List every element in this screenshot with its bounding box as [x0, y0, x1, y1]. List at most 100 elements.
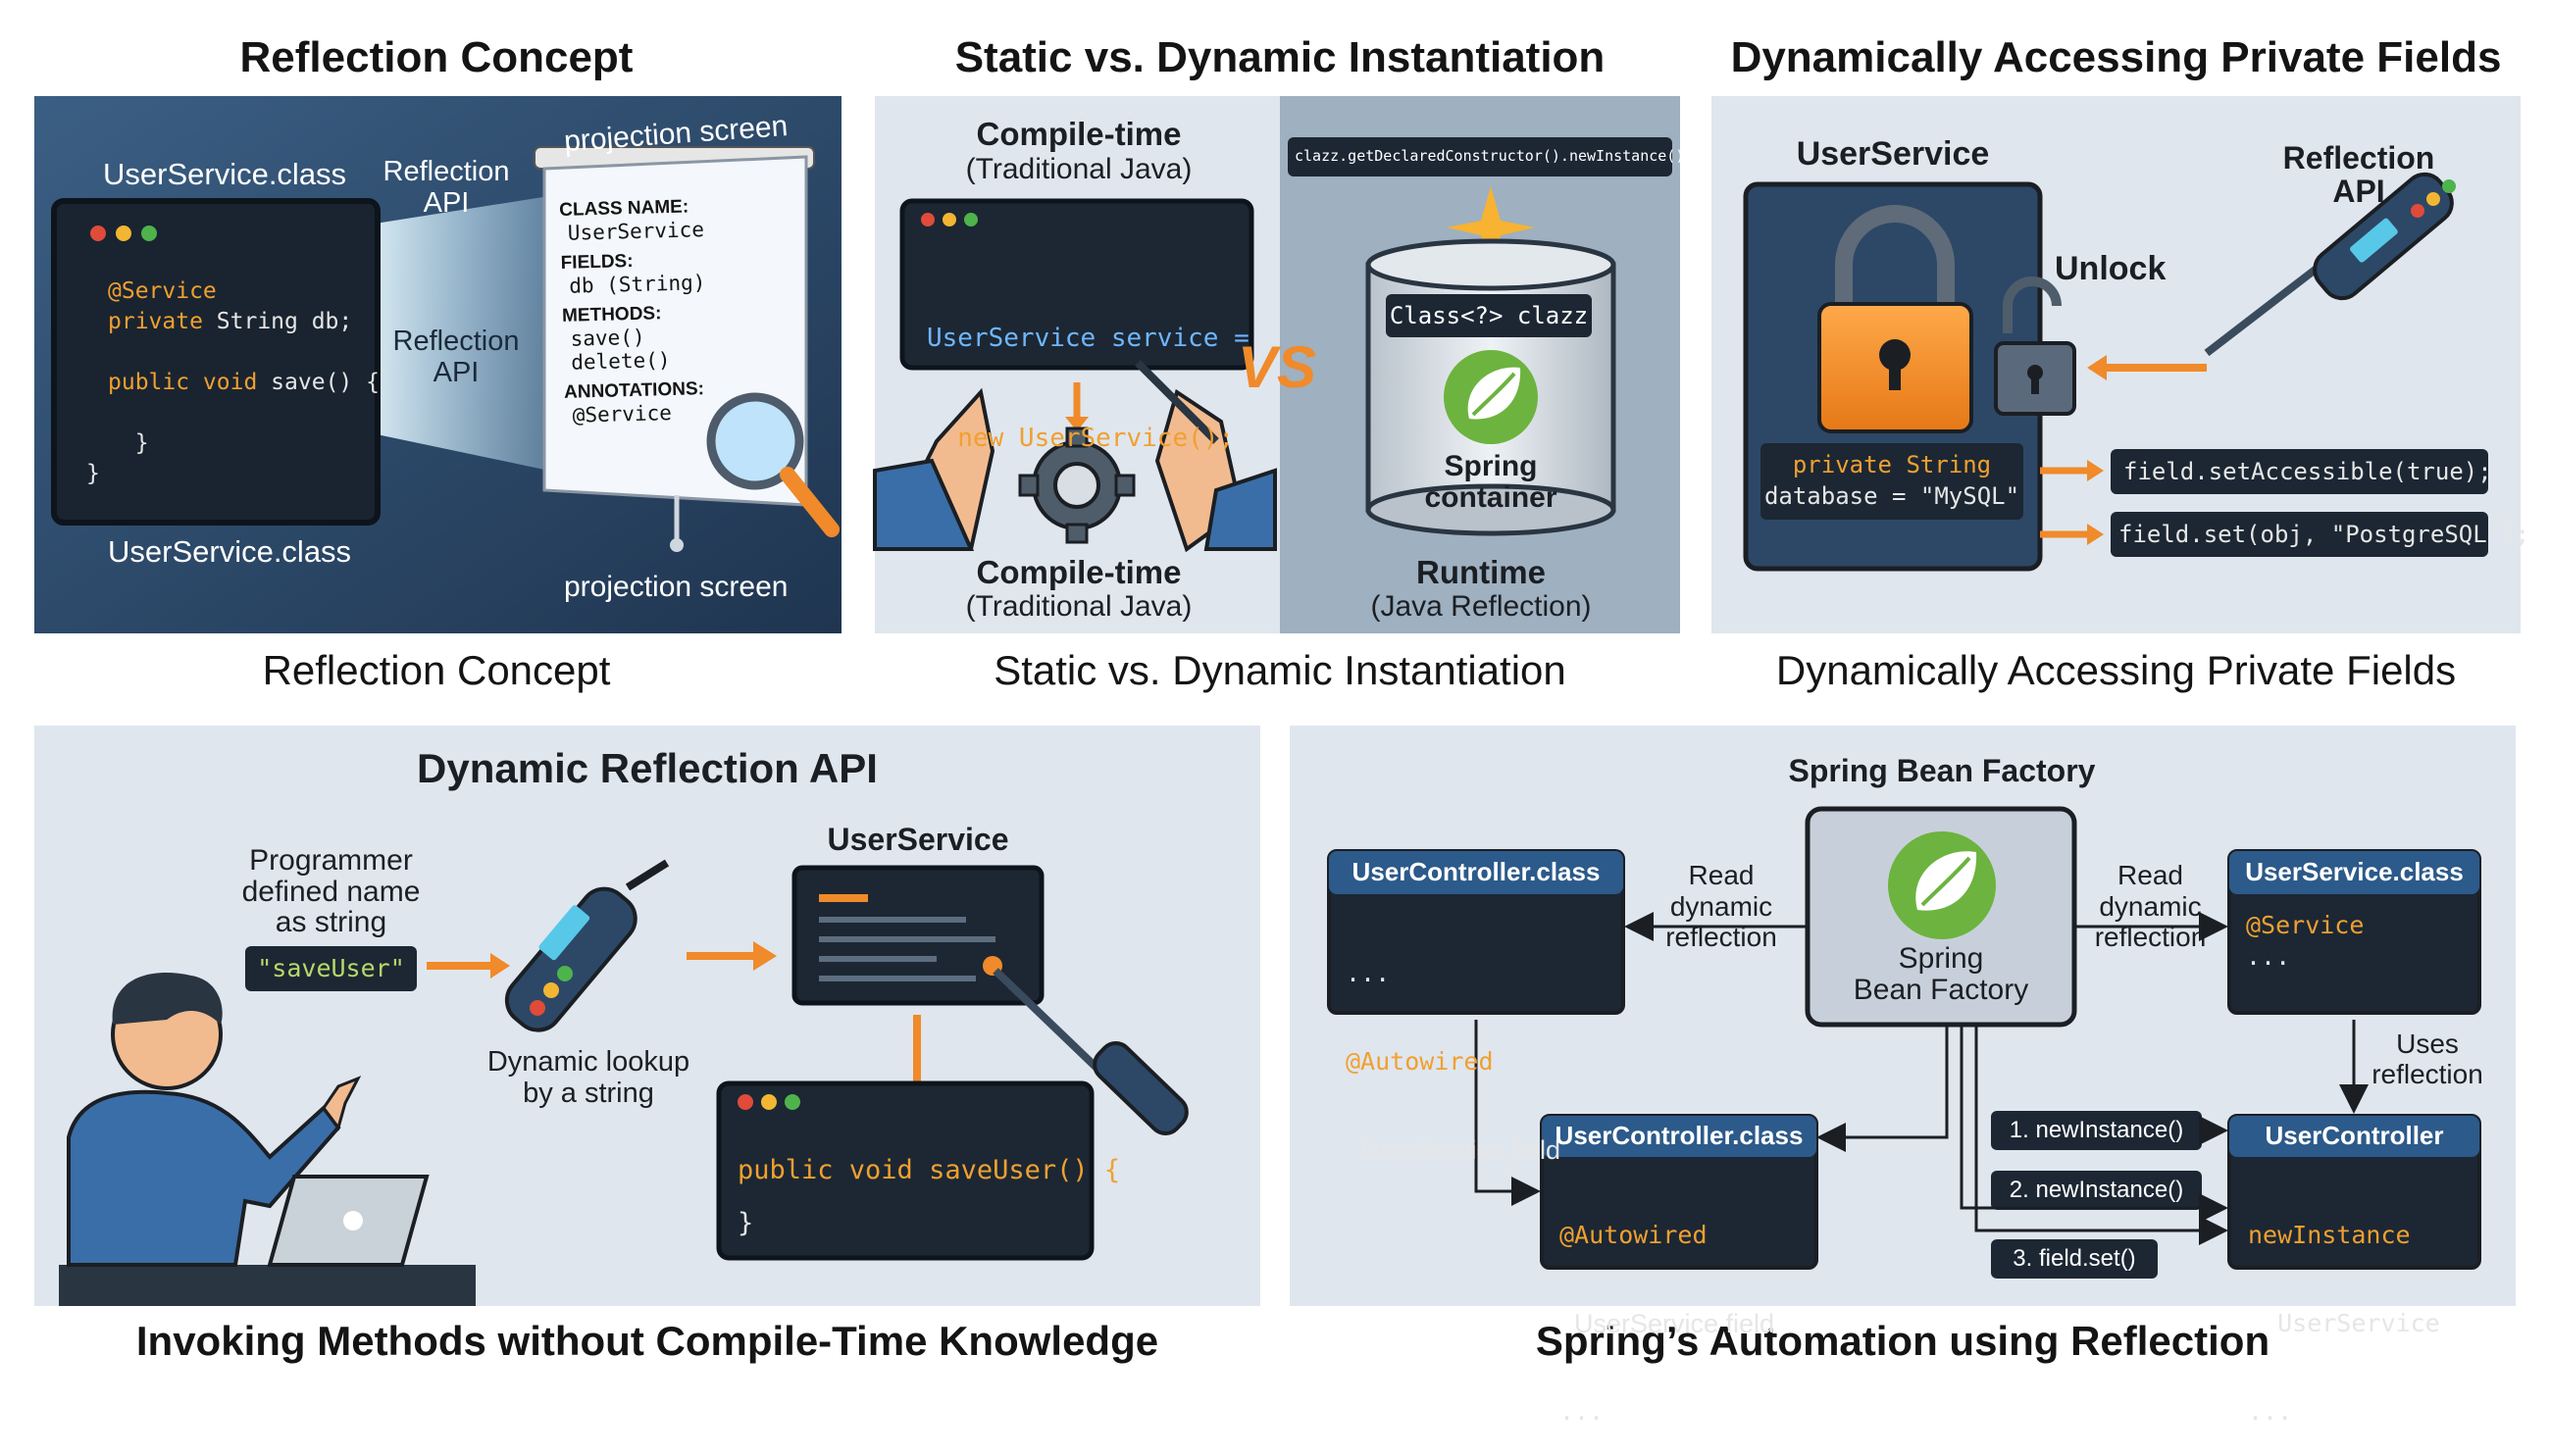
p3-box-label: UserService	[1796, 135, 1990, 173]
private-field-line-1: private String	[1792, 451, 1992, 478]
static-code-line-1: UserService service =	[927, 324, 1250, 353]
code-line-6: }	[108, 430, 149, 456]
lookup-probe-icon	[504, 859, 670, 1032]
code-line-7: }	[86, 461, 100, 486]
p4-string-value: "saveUser"	[257, 954, 405, 982]
uc-line-1: ...	[1346, 959, 1391, 987]
ctl-line-3: ...	[2248, 1397, 2293, 1426]
uc-body: ... @Autowired UserService field	[1346, 900, 1560, 1194]
lock-icon	[1817, 205, 1973, 433]
p5-uses: Uses reflection	[2372, 1029, 2483, 1089]
ctl-head: UserController	[2265, 1121, 2444, 1150]
uc-line-3: UserService field	[1346, 1135, 1561, 1165]
p5-factory-label: Spring Bean Factory	[1853, 942, 2029, 1006]
static-code-line-2: new UserService();	[927, 424, 1235, 453]
panel1-title: Reflection Concept	[239, 33, 634, 81]
p2-left-sub: (Traditional Java)	[965, 153, 1193, 185]
p1-api-top: Reflection API	[382, 156, 510, 219]
uc2-line-2: UserService field	[1559, 1309, 1775, 1338]
stylus-icon	[1093, 1041, 1189, 1135]
code-line-2: private String db;	[108, 309, 353, 334]
p3-unlock-label: Unlock	[2055, 250, 2167, 287]
us-line-2: ...	[2246, 942, 2291, 971]
static-code-window	[899, 198, 1254, 371]
uc-line-2: @Autowired	[1346, 1047, 1494, 1076]
panel5	[1290, 726, 2516, 1306]
uc2-head: UserController.class	[1555, 1121, 1804, 1150]
saveuser-window	[716, 1080, 1095, 1261]
panel2-caption: Static vs. Dynamic Instantiation	[994, 647, 1566, 693]
p2-clazz: Class<?> clazz	[1389, 302, 1589, 329]
p4-code: public void saveUser() { }	[738, 1144, 1120, 1250]
p3-field-text: private String database = "MySQL"	[1763, 449, 2020, 512]
p3-api-label: Reflection API	[2282, 140, 2435, 209]
private-field-line-2: database = "MySQL"	[1763, 482, 2020, 510]
uc2-line-3: ...	[1559, 1397, 1605, 1426]
spark-icon	[1447, 186, 1535, 270]
code-window	[51, 198, 381, 526]
dynamic-code-chip	[1288, 137, 1672, 176]
step1-label: 1. newInstance()	[2009, 1117, 2184, 1143]
magnifier-icon	[706, 392, 804, 490]
p2-right-code: clazz.getDeclaredConstructor().newInstan…	[1295, 147, 1694, 165]
set-accessible-chip	[2111, 449, 2488, 494]
panel4-caption: Invoking Methods without Compile-Time Kn…	[135, 1318, 1159, 1364]
uc-head: UserController.class	[1352, 857, 1601, 886]
diagram-canvas	[34, 96, 2521, 1306]
panel1-caption: Reflection Concept	[262, 647, 611, 693]
spring-leaf-icon	[1444, 350, 1538, 444]
unlock-icon	[1994, 276, 2076, 416]
private-field-box	[1760, 443, 2023, 520]
saveuser-code-line: public void saveUser() {	[738, 1155, 1121, 1185]
p1-class-bottom: UserService.class	[108, 534, 352, 569]
screen-method-2: delete()	[571, 348, 671, 375]
p2-right-foot-sub: (Java Reflection)	[1370, 590, 1592, 623]
field-set-chip	[2111, 512, 2488, 557]
p4-title: Dynamic Reflection API	[417, 745, 878, 791]
p2-container: Spring container	[1424, 450, 1557, 514]
us-head: UserService.class	[2245, 857, 2464, 886]
p2-right-foot: Runtime	[1416, 554, 1546, 590]
us-body: @Service ...	[2246, 910, 2364, 973]
p5-read-left: Read dynamic reflection	[1665, 860, 1777, 953]
p1-api-mid: Reflection API	[392, 326, 520, 388]
panel1	[34, 96, 842, 633]
code-line-5	[108, 398, 380, 428]
p1-class-top: UserService.class	[103, 157, 347, 191]
reflection-probe-icon	[2204, 172, 2456, 357]
p4-prog-label: Programmer defined name as string	[241, 844, 421, 938]
step2-label: 2. newInstance()	[2009, 1177, 2184, 1203]
panel3-title: Dynamically Accessing Private Fields	[1730, 33, 2502, 81]
p2-left-head: Compile-time	[976, 116, 1182, 152]
p2-vs: VS	[1238, 334, 1317, 400]
panel3	[1711, 96, 2521, 633]
screen-annotation-value: @Service	[572, 401, 673, 427]
p3-call2: field.set(obj, "PostgreSQL");	[2118, 521, 2530, 548]
panel3-caption: Dynamically Accessing Private Fields	[1775, 647, 2457, 693]
p2-left-foot-sub: (Traditional Java)	[965, 590, 1193, 623]
screen-annotations-label: ANNOTATIONS:	[563, 378, 705, 403]
step2-chip	[1991, 1171, 2202, 1210]
uc2-line-1: @Autowired	[1559, 1221, 1708, 1249]
screen-fields-value: db (String)	[568, 271, 706, 298]
p1-screen-bottom: projection screen	[564, 571, 789, 603]
p2-left-code: UserService service = new UserService();	[927, 255, 1250, 488]
step3-label: 3. field.set()	[2013, 1245, 2136, 1272]
p1-screen-text: CLASS NAME: UserService FIELDS: db (Stri…	[559, 196, 709, 427]
programmer-figure	[59, 973, 476, 1306]
saveuser-close-line: }	[738, 1208, 754, 1238]
p4-box-label: UserService	[827, 822, 1009, 857]
ctl-line-2: UserService	[2248, 1309, 2440, 1337]
string-chip	[245, 946, 417, 991]
panel5-caption: Spring’s Automation using Reflection	[1535, 1318, 2270, 1364]
ctl-line-1: newInstance	[2248, 1221, 2411, 1249]
uc2-body: @Autowired UserService field ...	[1559, 1162, 1774, 1456]
panel4	[34, 726, 1260, 1306]
screen-classname-value: UserService	[567, 218, 705, 245]
ctl-body: newInstance UserService ...	[2248, 1162, 2440, 1456]
step3-chip	[1991, 1239, 2158, 1279]
p3-call1: field.setAccessible(true);	[2123, 458, 2492, 485]
p2-left-foot: Compile-time	[976, 554, 1182, 590]
gear-icon	[1018, 427, 1136, 544]
spring-leaf-icon-2	[1888, 831, 1996, 939]
